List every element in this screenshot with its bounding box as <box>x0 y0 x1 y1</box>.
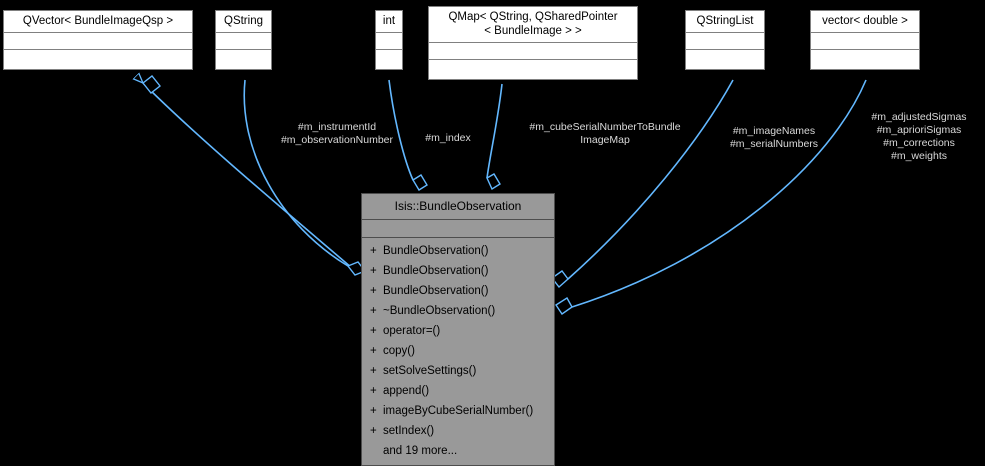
class-node-isis-bundleobservation[interactable]: Isis::BundleObservation +BundleObservati… <box>361 193 555 466</box>
method-row[interactable]: + BundleObservation() <box>362 241 554 261</box>
method-row[interactable]: + setSolveSettings() <box>362 361 554 381</box>
method-row[interactable]: + BundleObservation() <box>362 281 554 301</box>
edge-qstring-to-bundleobservation <box>243 79 367 276</box>
visibility-marker: + <box>370 345 377 357</box>
method-row[interactable]: + imageByCubeSerialNumber() <box>362 401 554 421</box>
class-node-qmap-operations <box>429 60 637 79</box>
visibility-marker: + <box>370 425 377 437</box>
class-node-qstringlist-title: QStringList <box>686 11 764 33</box>
visibility-marker: + <box>370 305 377 317</box>
edge-label-index: #m_index <box>425 132 471 144</box>
class-node-isis-bundleobservation-title: Isis::BundleObservation <box>362 194 554 220</box>
method-label: append() <box>383 385 430 397</box>
class-node-qmap[interactable]: QMap< QString, QSharedPointer < BundleIm… <box>428 6 638 80</box>
method-label: and 19 more... <box>383 445 458 457</box>
method-row[interactable]: + ~BundleObservation() <box>362 301 554 321</box>
class-node-int-operations <box>376 50 402 69</box>
class-node-qstring-title: QString <box>216 11 271 33</box>
method-row[interactable]: + BundleObservation() <box>362 261 554 281</box>
class-node-int-title: int <box>376 11 402 33</box>
class-node-qstringlist-attributes <box>686 33 764 50</box>
visibility-marker: + <box>370 285 377 297</box>
method-row-more[interactable]: and 19 more... <box>362 441 554 461</box>
method-row[interactable]: + copy() <box>362 341 554 361</box>
class-node-isis-bundleobservation-operations: + BundleObservation() + BundleObservation(… <box>362 238 554 465</box>
class-node-vector-double-attributes <box>811 33 919 50</box>
visibility-marker: + <box>370 265 377 277</box>
method-label: BundleObservation() <box>383 285 489 297</box>
edge-label-image-names: #m_imageNames #m_serialNumbers <box>729 125 819 150</box>
visibility-marker: + <box>370 405 377 417</box>
class-node-qstringlist-operations <box>686 50 764 69</box>
method-label: setIndex() <box>383 425 435 437</box>
method-row[interactable]: + append() <box>362 381 554 401</box>
edge-label-cube-serial-number-map: #m_cubeSerialNumberToBundle ImageMap <box>529 121 681 146</box>
class-node-vector-double-title: vector< double > <box>811 11 919 33</box>
edge-qmap-to-bundleobservation <box>486 83 503 191</box>
visibility-marker: + <box>370 245 377 257</box>
method-row[interactable]: + setIndex() <box>362 421 554 441</box>
edge-label-sigmas: #m_adjustedSigmas #m_aprioriSigmas #m_co… <box>871 111 967 162</box>
method-label: BundleObservation() <box>383 245 489 257</box>
edge-qstringlist-to-bundleobservation <box>550 79 734 289</box>
class-node-qstringlist[interactable]: QStringList <box>685 10 765 70</box>
method-label: copy() <box>383 345 415 357</box>
method-label: operator=() <box>383 325 441 337</box>
method-label: BundleObservation() <box>383 265 489 277</box>
class-node-qstring[interactable]: QString <box>215 10 272 70</box>
visibility-marker: + <box>370 325 377 337</box>
class-node-int-attributes <box>376 33 402 50</box>
visibility-marker: + <box>370 385 377 397</box>
method-label: ~BundleObservation() <box>383 305 496 317</box>
edge-label-instrument-id: #m_instrumentId #m_observationNumber <box>280 121 394 146</box>
edge-qvector-to-bundleobservation <box>143 76 353 269</box>
method-label: setSolveSettings() <box>383 365 477 377</box>
class-node-isis-bundleobservation-attributes <box>362 220 554 238</box>
method-row[interactable]: + operator=() <box>362 321 554 341</box>
class-node-qstring-attributes <box>216 33 271 50</box>
class-node-qmap-attributes <box>429 43 637 60</box>
class-node-qvector-operations <box>4 50 192 69</box>
class-node-qstring-operations <box>216 50 271 69</box>
class-node-qmap-title: QMap< QString, QSharedPointer < BundleIm… <box>429 7 637 43</box>
class-node-int[interactable]: int <box>375 10 403 70</box>
class-node-qvector-title: QVector< BundleImageQsp > <box>4 11 192 33</box>
edge-vectordouble-to-bundleobservation <box>555 79 867 315</box>
class-node-vector-double[interactable]: vector< double > <box>810 10 920 70</box>
class-node-qvector[interactable]: QVector< BundleImageQsp > <box>3 10 193 70</box>
method-label: imageByCubeSerialNumber() <box>383 405 534 417</box>
class-node-vector-double-operations <box>811 50 919 69</box>
visibility-marker: + <box>370 365 377 377</box>
class-node-qvector-attributes <box>4 33 192 50</box>
